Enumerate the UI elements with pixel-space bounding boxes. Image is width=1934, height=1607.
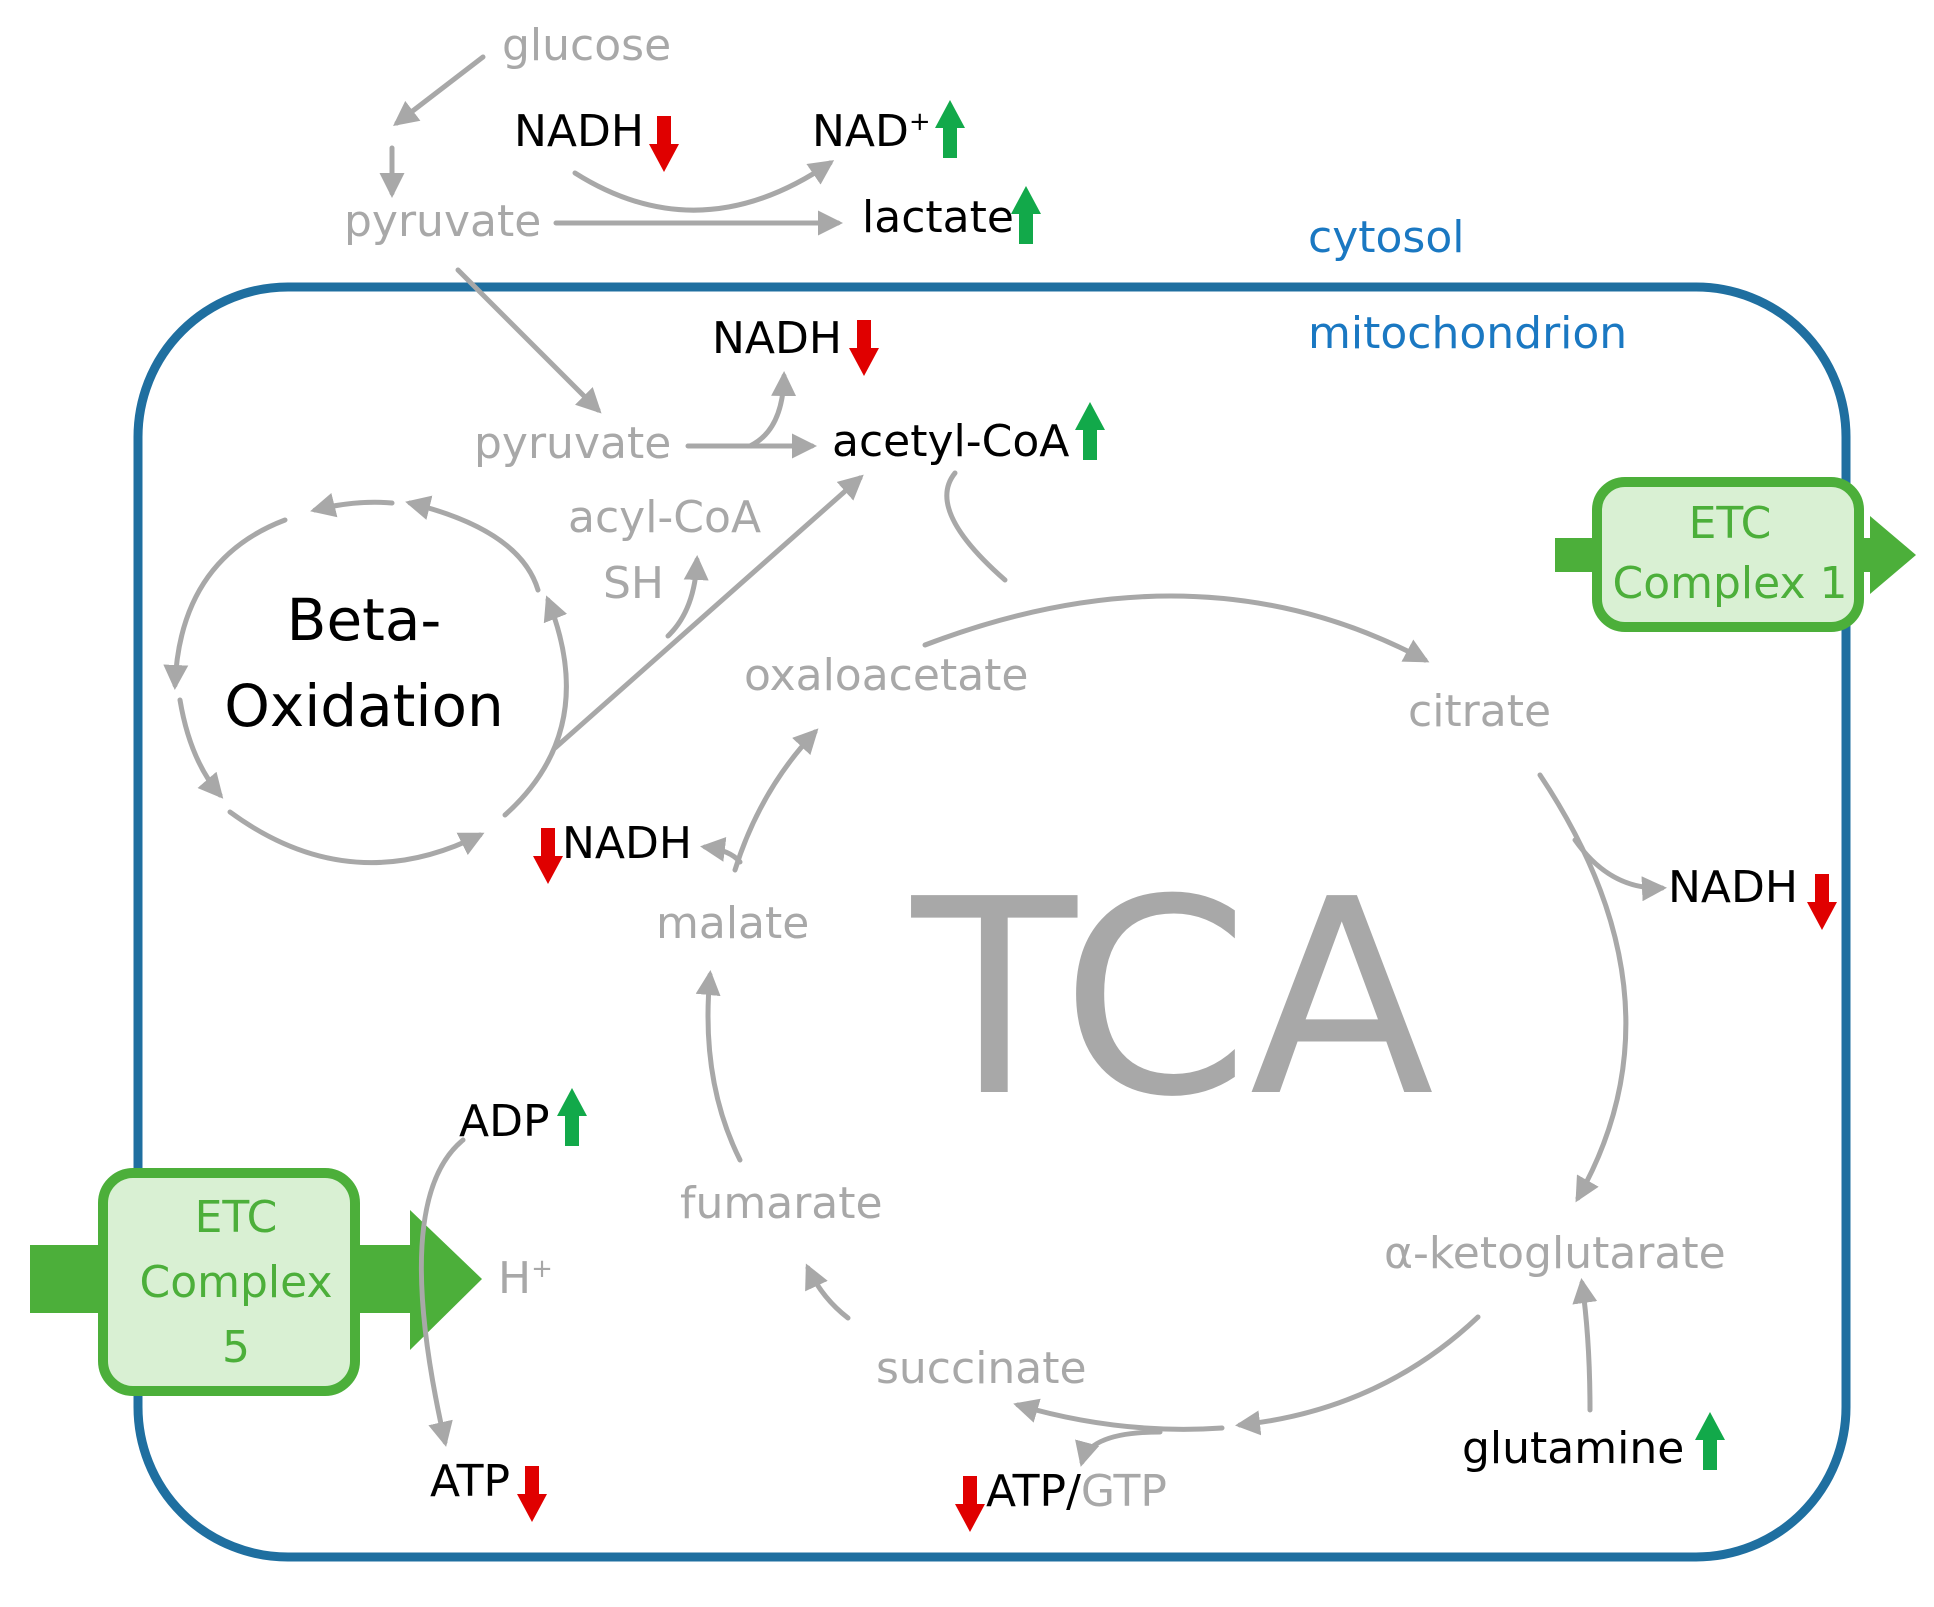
beta-cycle-arc-right (502, 595, 569, 818)
atp-gtp-label: ATP/GTP (986, 1466, 1167, 1517)
oxaloacetate-label: oxaloacetate (744, 650, 1028, 701)
beta-cycle-arc-left-bottom (177, 697, 224, 799)
arrow-pdh-nadh (747, 371, 797, 449)
up-arrow-icon (1011, 186, 1041, 244)
sh-label: SH (603, 558, 664, 609)
arrow-acyl-sh (665, 555, 709, 639)
atp-gtp-atp-part: ATP/ (986, 1466, 1081, 1517)
glucose-label: glucose (502, 20, 671, 71)
pyruvate-mito-label: pyruvate (474, 418, 671, 469)
adp-label: ADP (459, 1096, 550, 1147)
etc-complex-1-label-line1: ETC (1689, 498, 1772, 549)
down-arrow-icon (955, 1476, 985, 1532)
beta-cycle-arc-left (163, 517, 288, 690)
arrow-oxaloacetate-citrate (922, 593, 1430, 663)
etc-complex-1-label-line2: Complex 1 (1613, 558, 1848, 609)
atp-label: ATP (430, 1456, 510, 1507)
arrow-akg-succinate (1235, 1314, 1481, 1436)
beta-oxidation-label-line1: Beta- (287, 586, 442, 654)
nadh-malate-label: NADH (562, 818, 692, 869)
arrow-adp-atp (418, 1137, 466, 1447)
h-label-text: H (498, 1253, 531, 1304)
down-arrow-icon (1807, 874, 1837, 930)
arrow-glutamine-akg (1572, 1278, 1598, 1413)
up-arrow-icon (935, 100, 965, 158)
etc-complex-5-arrow-head (410, 1210, 482, 1350)
arrow-succinate-fumarate (805, 1263, 851, 1321)
nad-label-text: NAD (812, 106, 909, 157)
arrow-malate-nadh (700, 836, 743, 865)
arrow-beta-acetylcoa (552, 474, 864, 751)
arrow-glucose-branch (393, 54, 486, 127)
nadh-citrate-label: NADH (1668, 862, 1798, 913)
up-arrow-icon (1075, 402, 1105, 460)
arrow-acetylcoa-tca (944, 470, 1008, 583)
succinate-label: succinate (876, 1343, 1087, 1394)
nad-plus-label: NAD+ (812, 106, 931, 157)
etc-complex-5-label-line3: 5 (222, 1322, 250, 1373)
nadh-pdh-label: NADH (712, 313, 842, 364)
cytosol-label: cytosol (1308, 212, 1464, 263)
down-arrow-icon (533, 828, 563, 884)
mitochondrion-label: mitochondrion (1308, 308, 1627, 359)
etc-complex-5-box (98, 1168, 360, 1396)
etc-complex-1: ETC Complex 1 (1555, 477, 1916, 632)
tca-label: TCA (908, 841, 1435, 1156)
acetyl-coa-label: acetyl-CoA (832, 416, 1069, 467)
regulation-arrows (517, 100, 1837, 1532)
atp-gtp-gtp-part: GTP (1081, 1466, 1167, 1517)
fumarate-label: fumarate (680, 1178, 883, 1229)
h-plus-superscript: + (531, 1254, 553, 1284)
pyruvate-cytosol-label: pyruvate (344, 196, 541, 247)
pathway-arrows (163, 54, 1667, 1467)
etc-complex-1-box (1592, 477, 1864, 632)
down-arrow-icon (517, 1466, 547, 1522)
beta-cycle-arc-top-right (405, 495, 541, 593)
lactate-label: lactate (862, 192, 1014, 243)
up-arrow-icon (557, 1088, 587, 1146)
arrow-fumarate-malate (695, 970, 743, 1163)
down-arrow-icon (649, 116, 679, 172)
glutamine-label: glutamine (1462, 1423, 1684, 1474)
malate-label: malate (656, 898, 809, 949)
arrow-to-atp-gtp (1075, 1429, 1163, 1467)
h-plus-label: H+ (498, 1253, 553, 1304)
arrow-nadh-nad (572, 160, 835, 213)
arrow-to-succinate (1013, 1398, 1225, 1432)
beta-cycle-arc-bottom (227, 809, 485, 866)
etc-complex-5-label-line1: ETC (195, 1192, 278, 1243)
etc-complex-5: ETC Complex 5 (30, 1168, 482, 1396)
down-arrow-icon (849, 320, 879, 376)
nadh-cytosol-label: NADH (514, 106, 644, 157)
alpha-ketoglutarate-label: α-ketoglutarate (1384, 1228, 1726, 1279)
arrow-citrate-nadh (1572, 837, 1667, 902)
acyl-coa-label: acyl-CoA (568, 492, 761, 543)
beta-cycle-arc-top (310, 493, 395, 518)
arrow-malate-oxaloacetate (732, 728, 819, 873)
nad-plus-superscript: + (909, 107, 931, 137)
up-arrow-icon (1695, 1412, 1725, 1470)
citrate-label: citrate (1408, 686, 1551, 737)
etc-complex-5-label-line2: Complex (140, 1257, 333, 1308)
beta-oxidation-label-line2: Oxidation (224, 672, 504, 740)
arrow-citrate-akg (1537, 772, 1629, 1203)
arrow-pyruvate-transport (455, 267, 602, 414)
mitochondrion-membrane (133, 282, 1851, 1562)
etc-complex-1-arrow-head (1870, 516, 1916, 594)
